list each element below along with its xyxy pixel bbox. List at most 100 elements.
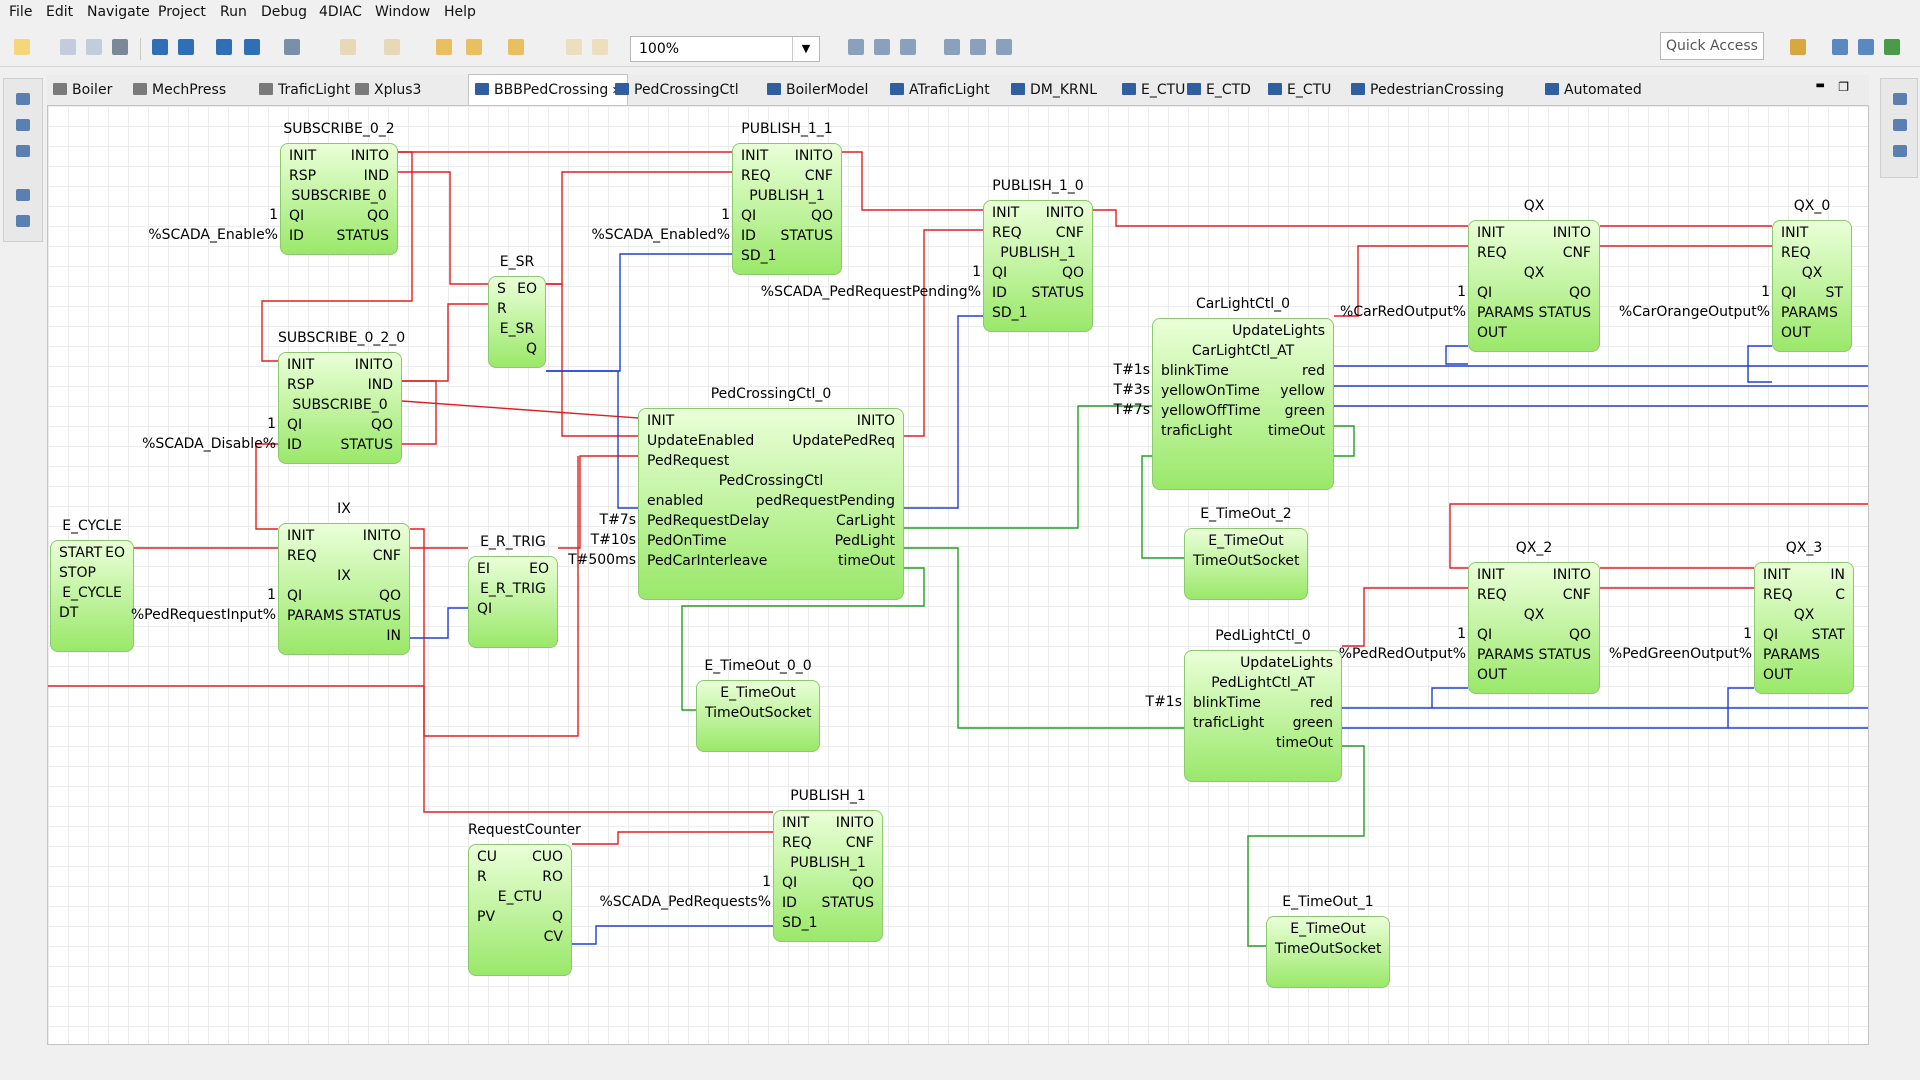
data-output[interactable]: PedLight <box>834 533 895 549</box>
data-connection[interactable] <box>1727 687 1754 728</box>
menu-run[interactable]: Run <box>220 4 247 20</box>
event-connection[interactable] <box>904 229 983 437</box>
data-input[interactable]: PV <box>477 909 496 925</box>
system-perspective-icon[interactable] <box>1832 39 1848 55</box>
event-input[interactable]: RSP <box>287 377 315 393</box>
data-input[interactable]: PARAMS <box>1477 647 1534 663</box>
data-input[interactable]: PARAMS <box>1763 647 1820 663</box>
data-input[interactable]: PARAMS <box>1477 305 1534 321</box>
data-input[interactable]: blinkTime <box>1193 695 1261 711</box>
data-input[interactable]: QI <box>1763 627 1779 643</box>
navigator-icon[interactable] <box>16 145 30 157</box>
event-input[interactable]: INIT <box>287 528 315 544</box>
event-output[interactable]: INITO <box>1552 225 1591 241</box>
maximize-editor-icon[interactable]: ❐ <box>1838 80 1849 94</box>
menu-file[interactable]: File <box>9 4 33 20</box>
align-right-icon[interactable] <box>900 39 916 55</box>
param-value[interactable]: 1 <box>721 207 730 223</box>
data-input[interactable]: PedOnTime <box>647 533 727 549</box>
event-input[interactable]: START <box>59 545 103 561</box>
param-value[interactable]: T#500ms <box>568 552 636 568</box>
tab-12[interactable]: PedestrianCrossing <box>1351 75 1504 105</box>
data-output[interactable]: STATUS <box>336 228 389 244</box>
open-perspective-icon[interactable] <box>1790 39 1806 55</box>
param-value[interactable]: %SCADA_PedRequestPending% <box>760 284 981 300</box>
data-input[interactable]: QI <box>1477 627 1493 643</box>
event-connection[interactable] <box>261 151 413 362</box>
data-input[interactable]: ID <box>741 228 756 244</box>
event-connection[interactable] <box>546 171 772 285</box>
menu-project[interactable]: Project <box>158 4 206 20</box>
event-connection[interactable] <box>572 831 773 845</box>
menu-4diac[interactable]: 4DIAC <box>319 4 362 20</box>
event-connection[interactable] <box>402 303 488 382</box>
param-value[interactable]: %PedGreenOutput% <box>1608 646 1752 662</box>
data-input[interactable]: ID <box>289 228 304 244</box>
data-input[interactable]: QI <box>287 588 303 604</box>
data-input[interactable]: traficLight <box>1193 715 1265 731</box>
event-output[interactable]: INITO <box>835 815 874 831</box>
data-input[interactable]: traficLight <box>1161 423 1233 439</box>
data-input[interactable]: SD_1 <box>782 915 818 931</box>
event-input[interactable]: UpdateEnabled <box>647 433 755 449</box>
data-output[interactable]: Q <box>525 341 537 357</box>
event-output[interactable]: INITO <box>362 528 401 544</box>
param-value[interactable]: %SCADA_PedRequests% <box>599 894 771 910</box>
debug-perspective-icon[interactable] <box>1884 39 1900 55</box>
event-input[interactable]: REQ <box>992 225 1022 241</box>
data-input[interactable]: QI <box>782 875 798 891</box>
param-value[interactable]: T#1s <box>1113 362 1150 378</box>
data-input[interactable]: yellowOnTime <box>1161 383 1260 399</box>
data-output[interactable]: pedRequestPending <box>755 493 895 509</box>
event-output[interactable]: IND <box>367 377 393 393</box>
tab-1[interactable]: MechPress <box>133 75 226 105</box>
event-output[interactable]: INITO <box>856 413 895 429</box>
data-input[interactable]: OUT <box>1477 667 1507 683</box>
data-connection[interactable] <box>1445 345 1468 365</box>
event-connection[interactable] <box>398 171 488 285</box>
download-icon[interactable] <box>244 39 260 55</box>
data-input[interactable]: SD_1 <box>741 248 777 264</box>
data-input[interactable]: ID <box>287 437 302 453</box>
data-input[interactable]: blinkTime <box>1161 363 1229 379</box>
data-output[interactable]: QO <box>810 208 833 224</box>
event-input[interactable]: REQ <box>287 548 317 564</box>
align-left-icon[interactable] <box>848 39 864 55</box>
adapter-connection[interactable] <box>681 567 925 711</box>
data-output[interactable]: timeOut <box>1267 423 1325 439</box>
tab-2[interactable]: TraficLight <box>259 75 350 105</box>
data-output[interactable]: green <box>1284 403 1325 419</box>
data-output[interactable]: STATUS <box>340 437 393 453</box>
data-input[interactable]: QI <box>287 417 303 433</box>
data-output[interactable]: STATUS <box>821 895 874 911</box>
data-output[interactable]: STATUS <box>1538 647 1591 663</box>
event-connection[interactable] <box>546 283 638 437</box>
adapter-connection[interactable] <box>1247 745 1365 947</box>
param-value[interactable]: T#7s <box>599 512 636 528</box>
data-input[interactable]: TimeOutSocket <box>1275 941 1382 957</box>
data-input[interactable]: SD_1 <box>992 305 1028 321</box>
properties-icon[interactable] <box>1893 145 1907 157</box>
data-connection[interactable] <box>546 253 772 372</box>
outline-icon[interactable] <box>16 119 30 131</box>
param-value[interactable]: 1 <box>267 587 276 603</box>
restore-icon[interactable] <box>16 93 30 105</box>
